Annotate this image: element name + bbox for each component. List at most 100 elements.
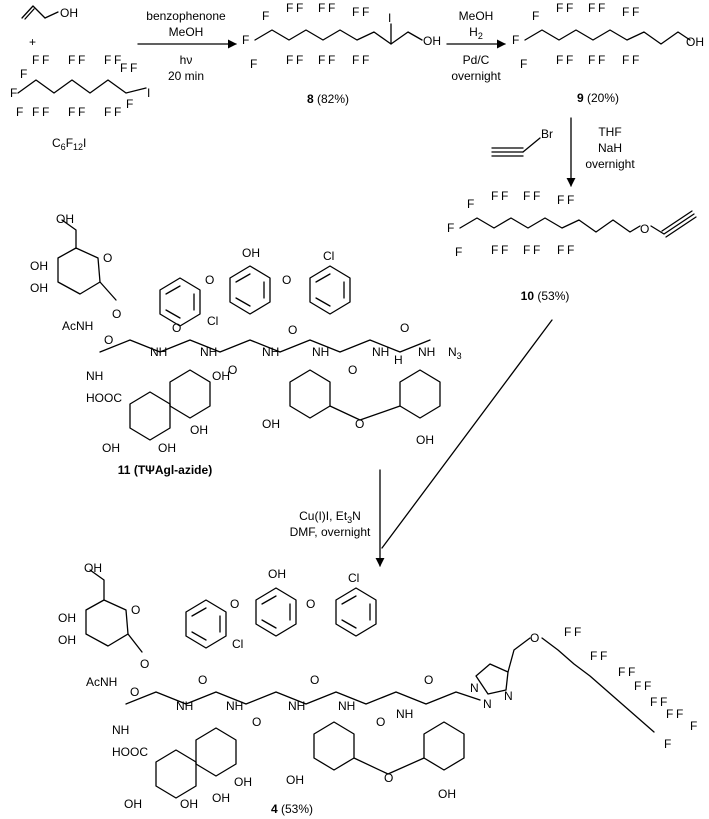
svg-text:OH: OH — [84, 561, 102, 575]
compound-9-fluorines-f-4: F — [566, 1, 573, 15]
perfluoro-fluorines-1-f-7: F — [68, 53, 75, 67]
compound-10-fluorines-f-1: F — [467, 197, 474, 211]
compound-10-fluorines-f-6: F — [501, 243, 508, 257]
step4-merge-line — [381, 319, 553, 549]
svg-text:O: O — [228, 363, 237, 377]
svg-text:20 min: 20 min — [168, 69, 204, 83]
allyl-alcohol: OH — [21, 5, 78, 20]
compound-10-fluorines-f-8: F — [533, 189, 540, 203]
svg-text:OH: OH — [58, 633, 76, 647]
compound-9-oh: OH — [686, 35, 704, 49]
svg-text:MeOH: MeOH — [169, 25, 204, 39]
svg-text:H: H — [394, 353, 403, 367]
compound-10-fluorines-f-5: F — [491, 243, 498, 257]
svg-text:MeOH: MeOH — [459, 9, 494, 23]
compound-9-fluorines-f-5: F — [556, 53, 563, 67]
svg-text:O: O — [282, 273, 291, 287]
perfluoro-fluorines-1-f-16: F — [130, 61, 137, 75]
svg-text:OH: OH — [158, 441, 176, 455]
compound-4-fluorines-f-7: F — [644, 679, 651, 693]
compound-8-fluorines-f-4: F — [296, 1, 303, 15]
compound-10-fluorines-f-4: F — [501, 189, 508, 203]
compound-4-fluorines-f-2: F — [590, 649, 597, 663]
svg-text:OH: OH — [234, 775, 252, 789]
svg-text:N: N — [504, 689, 513, 703]
svg-text:HOOC: HOOC — [86, 391, 122, 405]
svg-text:OH: OH — [438, 787, 456, 801]
compound-10-fluorines-f-14: F — [567, 243, 574, 257]
svg-text:O: O — [131, 603, 140, 617]
svg-text:OH: OH — [58, 611, 76, 625]
svg-text:NH: NH — [150, 345, 167, 359]
perfluoro-fluorines-1-f-6: F — [42, 105, 49, 119]
svg-text:OH: OH — [190, 423, 208, 437]
svg-text:NH: NH — [396, 707, 413, 721]
svg-text:DMF, overnight: DMF, overnight — [290, 525, 371, 539]
svg-text:AcNH: AcNH — [62, 319, 93, 333]
svg-text:O: O — [198, 673, 207, 687]
compound-8-fluorines-f-7: F — [318, 1, 325, 15]
svg-text:OH: OH — [242, 246, 260, 260]
compound-9-fluorines-f-7: F — [588, 1, 595, 15]
compound-8-label: 8 (82%) — [307, 92, 349, 106]
svg-text:OH: OH — [416, 433, 434, 447]
compound-9-fluorines-f-8: F — [598, 1, 605, 15]
compound-4-fluorines-f-10: F — [666, 707, 673, 721]
svg-text:O: O — [205, 273, 214, 287]
compound-10-oxygen: O — [640, 222, 649, 236]
step2-conditions: MeOH H2 Pd/C overnight — [451, 9, 501, 83]
compound-9-fluorines-f-1: F — [532, 9, 539, 23]
svg-text:NH: NH — [112, 723, 129, 737]
svg-text:O: O — [355, 417, 364, 431]
svg-text:O: O — [140, 657, 149, 671]
compound-8-fluorines-f-6: F — [296, 53, 303, 67]
svg-text:Cu(I)I, Et3N: Cu(I)I, Et3N — [299, 509, 361, 525]
perfluoro-fluorines-1-f-8: F — [78, 53, 85, 67]
perfluoro-fluorines-1-f-4: F — [42, 53, 49, 67]
compound-10-fluorines-f-12: F — [567, 193, 574, 207]
svg-text:Cl: Cl — [207, 314, 218, 328]
svg-text:overnight: overnight — [585, 157, 635, 171]
svg-text:OH: OH — [262, 417, 280, 431]
compound-8-iodine: I — [388, 11, 391, 25]
compound-8-fluorines-f-13: F — [352, 53, 359, 67]
svg-text:O: O — [230, 597, 239, 611]
svg-text:O: O — [103, 251, 112, 265]
svg-text:O: O — [376, 715, 385, 729]
compound-8-fluorines-f-10: F — [328, 53, 335, 67]
compound-9-fluorines-f-10: F — [598, 53, 605, 67]
svg-text:benzophenone: benzophenone — [146, 9, 226, 23]
compound-4-fluorines-f-3: F — [600, 649, 607, 663]
svg-text:NH: NH — [200, 345, 217, 359]
compound-8-fluorines-f-8: F — [328, 1, 335, 15]
compound-11-azide: N3 — [448, 345, 462, 361]
svg-text:OH: OH — [30, 259, 48, 273]
compound-8-fluorines-f-1: F — [262, 9, 269, 23]
compound-10-fluorines-f-10: F — [533, 243, 540, 257]
svg-text:O: O — [530, 631, 539, 645]
compound-8-fluorines-f-12: F — [362, 5, 369, 19]
svg-text:N: N — [470, 681, 479, 695]
svg-text:O: O — [130, 685, 139, 699]
compound-10-fluorines-f-9: F — [523, 243, 530, 257]
compound-11-label: 11 (TΨAgl-azide) — [118, 463, 212, 477]
svg-text:O: O — [424, 673, 433, 687]
perfluoro-fluorines-1-f-3: F — [32, 53, 39, 67]
svg-text:NH: NH — [312, 345, 329, 359]
compound-9-fluorines-f-11: F — [622, 5, 629, 19]
compound-4-fluorines-f-0: F — [564, 625, 571, 639]
compound-8-fluorines-f-11: F — [352, 5, 359, 19]
compound-10-fluorines-f-2: F — [455, 245, 462, 259]
compound-4-fluorines-f-8: F — [650, 695, 657, 709]
svg-text:O: O — [288, 323, 297, 337]
perfluoro-fluorines-1-f-10: F — [78, 105, 85, 119]
perfluoro-fluorines-1-f-0: F — [10, 86, 17, 100]
compound-9-fluorines-f-2: F — [520, 57, 527, 71]
svg-text:overnight: overnight — [451, 69, 501, 83]
compound-9-fluorines-f-9: F — [588, 53, 595, 67]
